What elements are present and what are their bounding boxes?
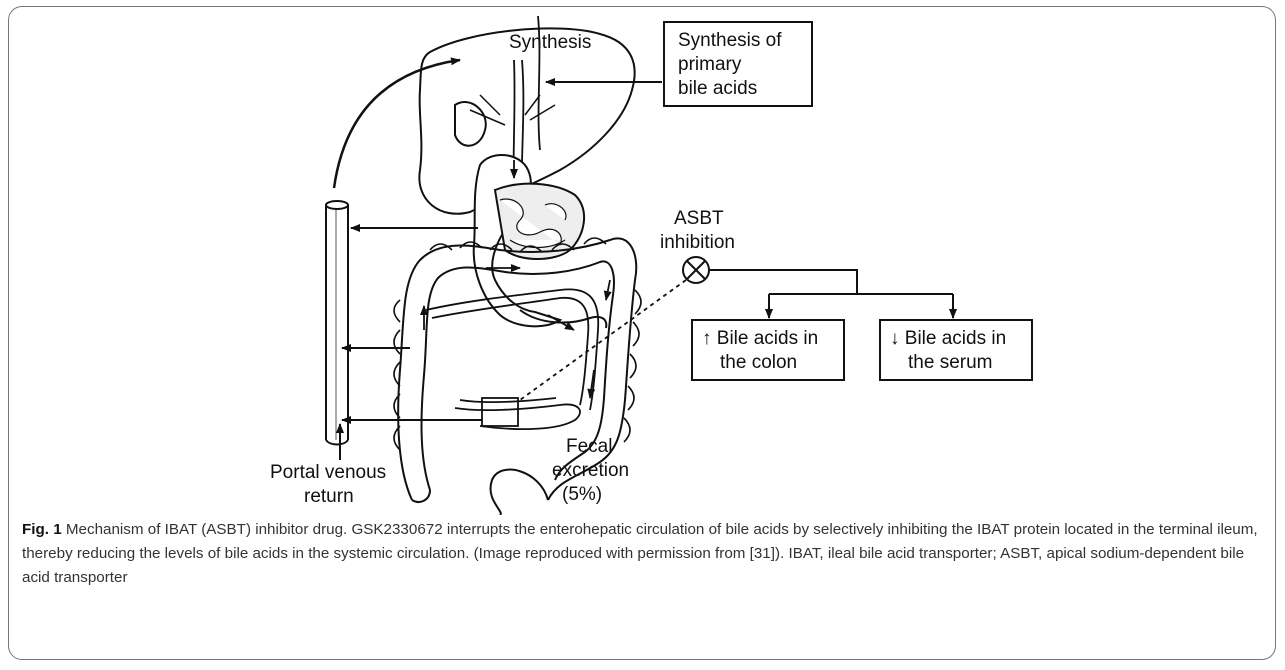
synthesis-box-line-1: Synthesis of	[678, 30, 782, 51]
colon-box-line-1: ↑ Bile acids in	[702, 328, 818, 349]
synthesis-box-line-3: bile acids	[678, 78, 757, 99]
synthesis-box-line-2: primary	[678, 54, 742, 75]
portal-label-line-1: Portal venous	[270, 462, 386, 483]
mechanism-diagram: Synthesis Synthesis of primary bile acid…	[0, 0, 1285, 515]
asbt-inhibitor-icon	[683, 257, 709, 283]
asbt-label-line-2: inhibition	[660, 232, 735, 253]
figure-caption: Fig. 1 Mechanism of IBAT (ASBT) inhibito…	[22, 518, 1262, 590]
caption-text: Mechanism of IBAT (ASBT) inhibitor drug.…	[22, 521, 1258, 586]
portal-label-line-2: return	[304, 486, 354, 507]
portal-vein	[326, 201, 348, 445]
synthesis-label: Synthesis	[509, 32, 591, 53]
colon-box-line-2: the colon	[720, 352, 797, 373]
fecal-label-line-2: excretion	[552, 460, 629, 481]
serum-box-line-2: the serum	[908, 352, 992, 373]
inhibition-branch-lines	[709, 270, 953, 318]
fecal-label-line-1: Fecal	[566, 436, 612, 457]
caption-fig-label: Fig. 1	[22, 521, 62, 538]
serum-box-line-1: ↓ Bile acids in	[890, 328, 1006, 349]
inhibition-dotted-line	[520, 280, 686, 400]
fecal-label-line-3: (5%)	[562, 484, 602, 505]
asbt-label-line-1: ASBT	[674, 208, 724, 229]
